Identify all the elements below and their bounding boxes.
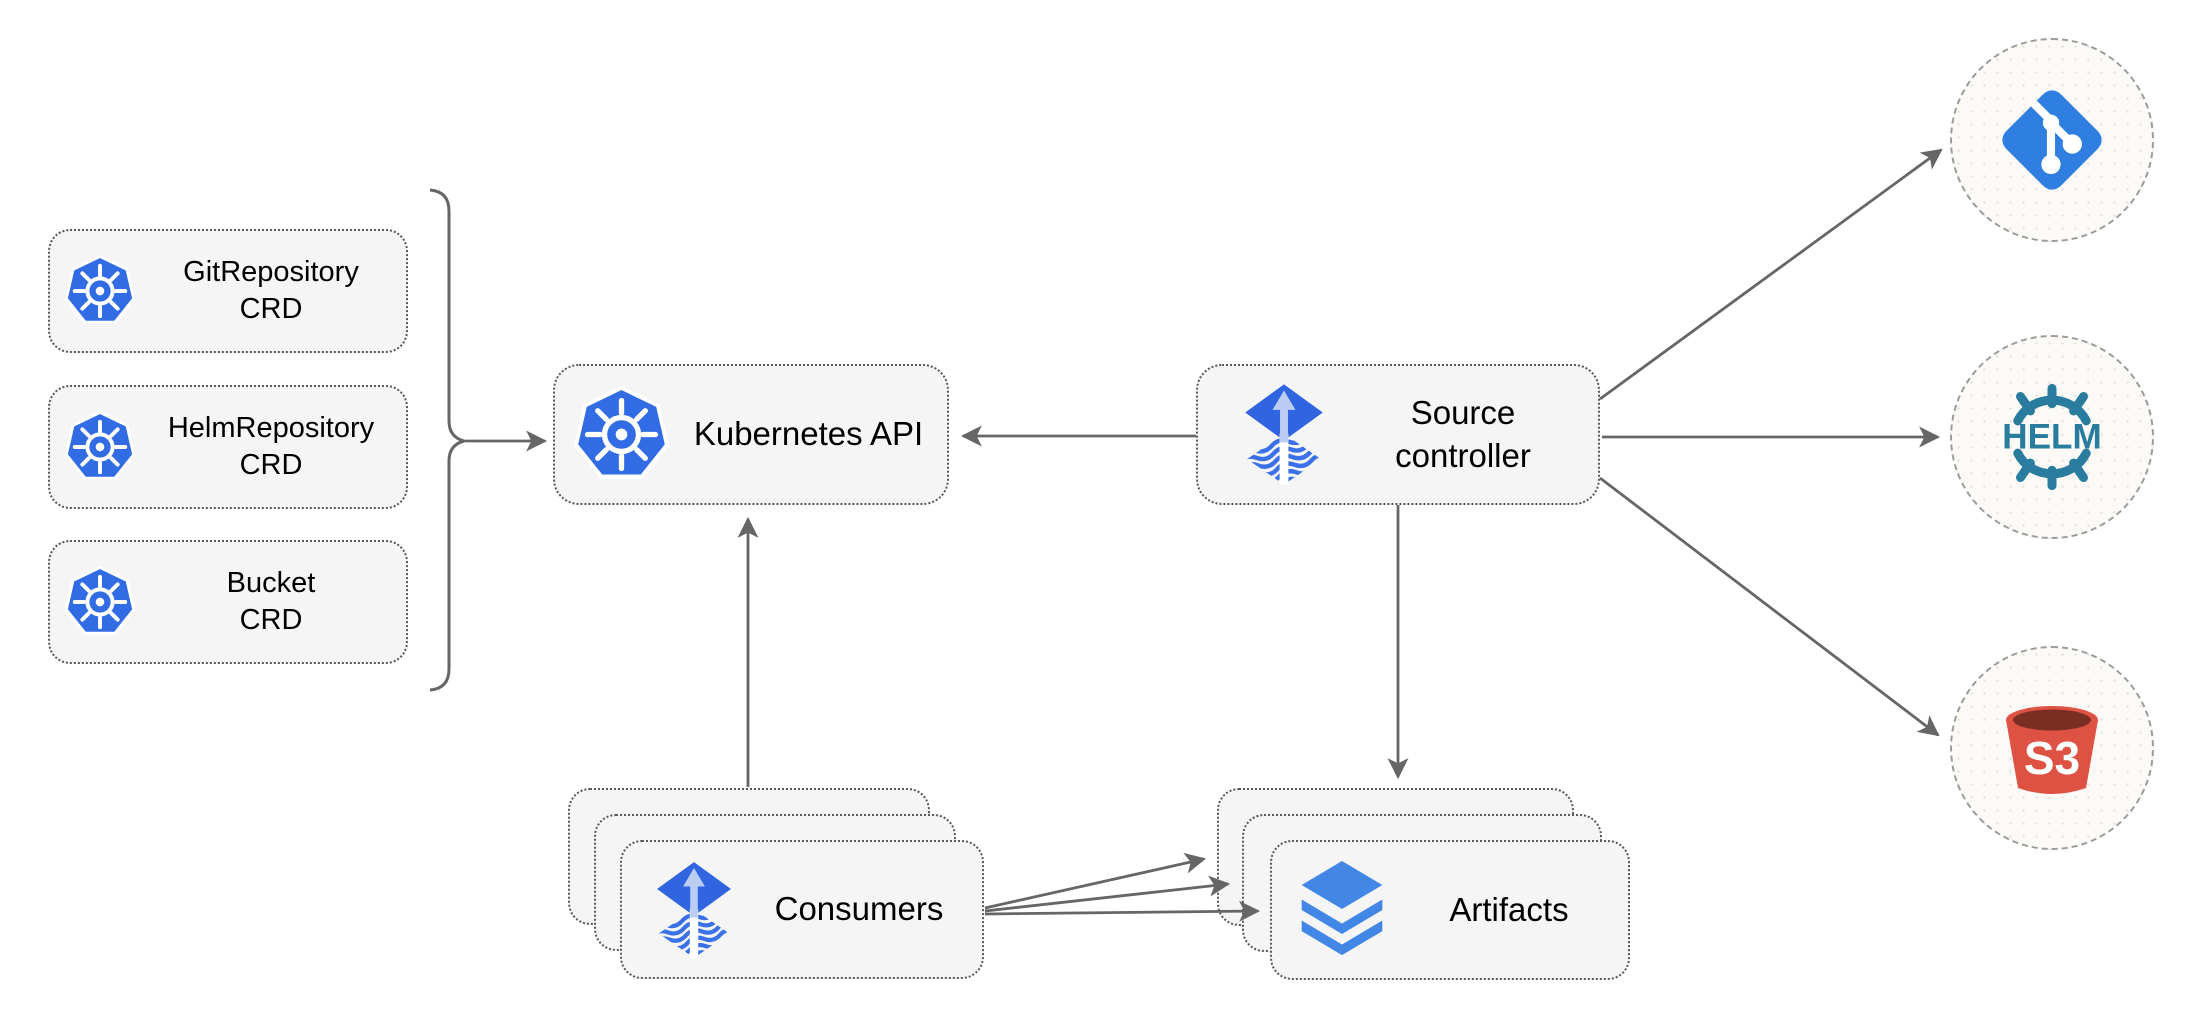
external-s3-source: S3: [1950, 646, 2154, 850]
crd-group-brace: [429, 188, 470, 692]
connector-source-to-s3: [1599, 476, 1940, 737]
source-controller-line2: controller: [1395, 436, 1531, 474]
git-icon: [2002, 90, 2102, 190]
bucket-crd-line2: CRD: [239, 604, 303, 636]
node-gitrepository-crd: GitRepository CRD: [48, 229, 408, 353]
connector-source-to-git: [1599, 148, 1943, 401]
bucket-crd-label: Bucket CRD: [136, 565, 406, 639]
flux-icon: [652, 857, 736, 963]
consumers-label: Consumers: [774, 890, 944, 928]
source-controller-label: Source controller: [1328, 392, 1598, 476]
source-controller-line1: Source: [1410, 394, 1516, 432]
connector-consumers-to-artifacts-1: [984, 852, 1207, 910]
s3-label: S3: [2024, 732, 2080, 784]
helm-wheel-icon: HELM: [2002, 383, 2102, 491]
node-consumers: Consumers: [620, 840, 984, 979]
external-git-source: [1950, 38, 2154, 242]
external-helm-source: HELM: [1950, 335, 2154, 539]
artifacts-label: Artifacts: [1449, 890, 1569, 928]
connector-consumers-to-artifacts-3: [984, 900, 1261, 922]
node-artifacts: Artifacts: [1270, 840, 1630, 980]
helmrepository-crd-line2: CRD: [239, 449, 303, 481]
bucket-crd-line1: Bucket: [226, 566, 316, 599]
connector-consumers-to-artifacts-2: [984, 875, 1231, 913]
gitrepository-crd-line1: GitRepository: [183, 255, 359, 288]
kubernetes-icon: [64, 566, 136, 638]
kubernetes-icon: [64, 411, 136, 483]
layers-icon: [1294, 859, 1390, 961]
helmrepository-crd-label: HelmRepository CRD: [136, 410, 406, 484]
node-kubernetes-api: Kubernetes API: [553, 364, 949, 505]
gitrepository-crd-line2: CRD: [239, 293, 303, 325]
node-helmrepository-crd: HelmRepository CRD: [48, 385, 408, 509]
flux-icon: [1240, 379, 1328, 490]
gitrepository-crd-label: GitRepository CRD: [136, 254, 406, 328]
helm-label: HELM: [2002, 418, 2101, 457]
helmrepository-crd-line1: HelmRepository: [167, 411, 375, 444]
kubernetes-api-label: Kubernetes API: [693, 415, 924, 453]
s3-bucket-icon: S3: [2006, 706, 2098, 794]
kubernetes-icon: [64, 255, 136, 327]
kubernetes-icon: [573, 386, 670, 483]
node-bucket-crd: Bucket CRD: [48, 540, 408, 664]
node-source-controller: Source controller: [1196, 364, 1600, 505]
